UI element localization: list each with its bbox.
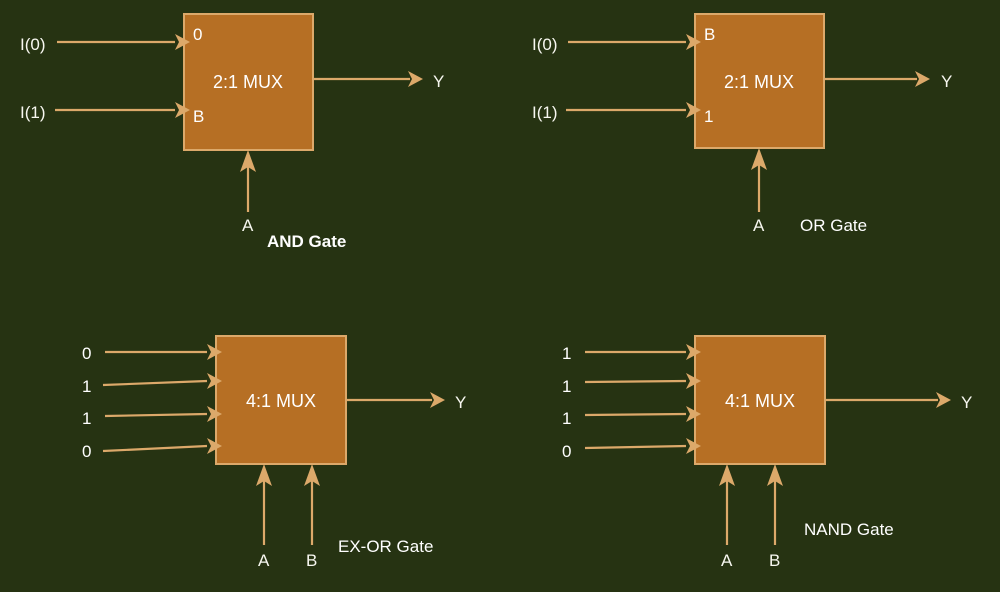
mux-box-and bbox=[183, 13, 314, 151]
input-label-nand-2: 1 bbox=[562, 409, 571, 428]
input-label-exor-1: 1 bbox=[82, 377, 91, 396]
input-wire-exor-1 bbox=[102, 373, 222, 389]
mux-label-or: 2:1 MUX bbox=[724, 72, 794, 92]
select-label-or-a: A bbox=[753, 216, 765, 235]
input-label-or-1: I(1) bbox=[532, 103, 558, 122]
input-wire-exor-2 bbox=[104, 406, 222, 422]
select-wire-or-a bbox=[751, 148, 767, 212]
diagram-nand-gate-mux: 4:1 MUX 1 1 1 0 bbox=[562, 335, 972, 570]
output-label-exor-y: Y bbox=[455, 393, 466, 412]
select-label-exor-b: B bbox=[306, 551, 317, 570]
diagram-or-gate-mux: 2:1 MUX B 1 I(0) I(1) A Y bbox=[532, 13, 952, 235]
input-wire-nand-2 bbox=[584, 406, 701, 422]
input-wire-or-0 bbox=[568, 34, 701, 50]
input-wire-exor-3 bbox=[102, 438, 222, 454]
gate-name-or: OR Gate bbox=[800, 216, 867, 235]
port-label-or-0: B bbox=[704, 25, 715, 44]
select-label-nand-a: A bbox=[721, 551, 733, 570]
select-wire-nand-a bbox=[719, 464, 735, 545]
input-wire-nand-3 bbox=[584, 438, 701, 454]
select-label-nand-b: B bbox=[769, 551, 780, 570]
input-label-and-0: I(0) bbox=[20, 35, 46, 54]
gate-name-exor: EX-OR Gate bbox=[338, 537, 433, 556]
select-wire-and-a bbox=[240, 150, 256, 212]
mux-label-exor: 4:1 MUX bbox=[246, 391, 316, 411]
input-wire-and-0 bbox=[57, 34, 190, 50]
gate-name-and: AND Gate bbox=[267, 232, 346, 251]
port-label-and-1: B bbox=[193, 107, 204, 126]
select-label-and-a: A bbox=[242, 216, 254, 235]
input-label-nand-0: 1 bbox=[562, 344, 571, 363]
input-wire-exor-0 bbox=[105, 344, 222, 360]
select-label-exor-a: A bbox=[258, 551, 270, 570]
mux-box-nand bbox=[694, 335, 826, 465]
input-label-nand-1: 1 bbox=[562, 377, 571, 396]
input-label-exor-2: 1 bbox=[82, 409, 91, 428]
diagram-exor-gate-mux: 4:1 MUX 0 1 1 0 bbox=[82, 335, 466, 570]
input-label-exor-0: 0 bbox=[82, 344, 91, 363]
mux-box-or bbox=[694, 13, 825, 149]
mux-label-nand: 4:1 MUX bbox=[725, 391, 795, 411]
input-wire-nand-1 bbox=[584, 373, 701, 389]
diagram-and-gate-mux: 2:1 MUX 0 B I(0) I(1) A bbox=[20, 13, 444, 251]
input-wire-or-1 bbox=[566, 102, 701, 118]
mux-label-and: 2:1 MUX bbox=[213, 72, 283, 92]
select-wire-exor-a bbox=[256, 464, 272, 545]
input-wire-nand-0 bbox=[585, 344, 701, 360]
port-label-or-1: 1 bbox=[704, 107, 713, 126]
output-wire-nand-y bbox=[825, 392, 951, 408]
input-label-nand-3: 0 bbox=[562, 442, 571, 461]
output-label-nand-y: Y bbox=[961, 393, 972, 412]
select-wire-nand-b bbox=[767, 464, 783, 545]
gate-name-nand: NAND Gate bbox=[804, 520, 894, 539]
port-label-and-0: 0 bbox=[193, 25, 202, 44]
input-label-or-0: I(0) bbox=[532, 35, 558, 54]
output-label-and-y: Y bbox=[433, 72, 444, 91]
output-label-or-y: Y bbox=[941, 72, 952, 91]
output-wire-exor-y bbox=[346, 392, 445, 408]
input-label-and-1: I(1) bbox=[20, 103, 46, 122]
output-wire-and-y bbox=[313, 71, 423, 87]
mux-box-exor bbox=[215, 335, 347, 465]
input-wire-and-1 bbox=[55, 102, 190, 118]
input-label-exor-3: 0 bbox=[82, 442, 91, 461]
output-wire-or-y bbox=[824, 71, 930, 87]
select-wire-exor-b bbox=[304, 464, 320, 545]
